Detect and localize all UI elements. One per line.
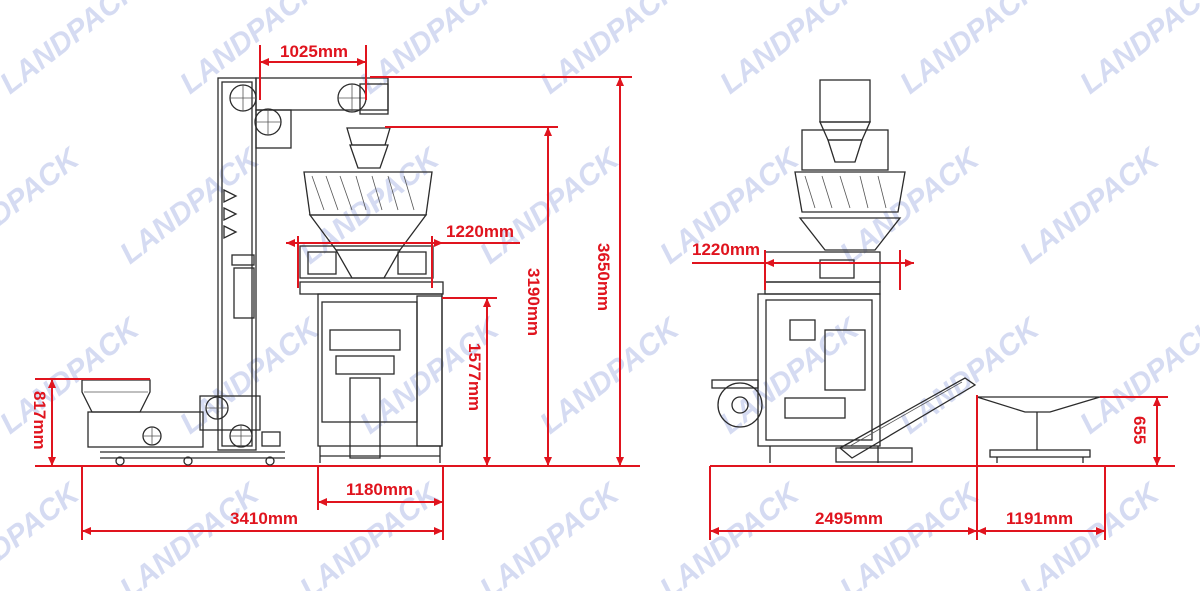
- side-view-machine: [711, 79, 1101, 463]
- watermark-text: LANDPACK: [1014, 476, 1167, 591]
- dim-total-height: 3650mm: [594, 243, 613, 311]
- watermark-text: LANDPACK: [354, 0, 507, 101]
- watermark-text: LANDPACK: [654, 476, 807, 591]
- watermark-text: LANDPACK: [114, 476, 267, 591]
- watermark-text: LANDPACK: [474, 476, 627, 591]
- watermark-text: LANDPACK: [174, 311, 327, 441]
- watermark-text: LANDPACK: [114, 141, 267, 271]
- dim-side-length: 2495mm: [815, 509, 883, 528]
- side-dimensions: 1220mm 2495mm 1191mm 655: [692, 240, 1168, 540]
- watermark-text: LANDPACK: [534, 0, 687, 101]
- dim-total-length: 3410mm: [230, 509, 298, 528]
- watermark-text: LANDPACK: [0, 311, 147, 441]
- watermark-text: LANDPACK: [714, 0, 867, 101]
- watermark-text: LANDPACK: [294, 141, 447, 271]
- watermark-text: LANDPACK: [0, 0, 147, 101]
- watermark-text: LANDPACK: [0, 141, 87, 271]
- watermark-text: LANDPACK: [1074, 0, 1200, 101]
- dim-packer-width: 1180mm: [346, 480, 413, 499]
- dim-table-height: 655: [1130, 416, 1149, 444]
- dim-bucket-span: 1025mm: [280, 42, 348, 61]
- watermark-text: LANDPACK: [0, 476, 87, 591]
- watermark-text: LANDPACK: [1014, 141, 1167, 271]
- dim-weigher-width-side: 1220mm: [692, 240, 760, 259]
- watermark-text: LANDPACK: [894, 0, 1047, 101]
- watermark-text: LANDPACK: [534, 311, 687, 441]
- watermark-text: LANDPACK: [834, 476, 987, 591]
- dim-weigher-height: 3190mm: [524, 268, 543, 336]
- dim-weigher-width-front: 1220mm: [446, 222, 514, 241]
- front-dimensions: 1025mm 1220mm 3650mm 3190mm 1577mm 817mm…: [30, 42, 632, 540]
- watermark-text: LANDPACK: [894, 311, 1047, 441]
- dim-packer-height: 1577mm: [465, 343, 484, 411]
- watermark-text: LANDPACK: [834, 141, 987, 271]
- dim-feeder-height: 817mm: [30, 391, 49, 450]
- dim-table-width: 1191mm: [1006, 509, 1073, 528]
